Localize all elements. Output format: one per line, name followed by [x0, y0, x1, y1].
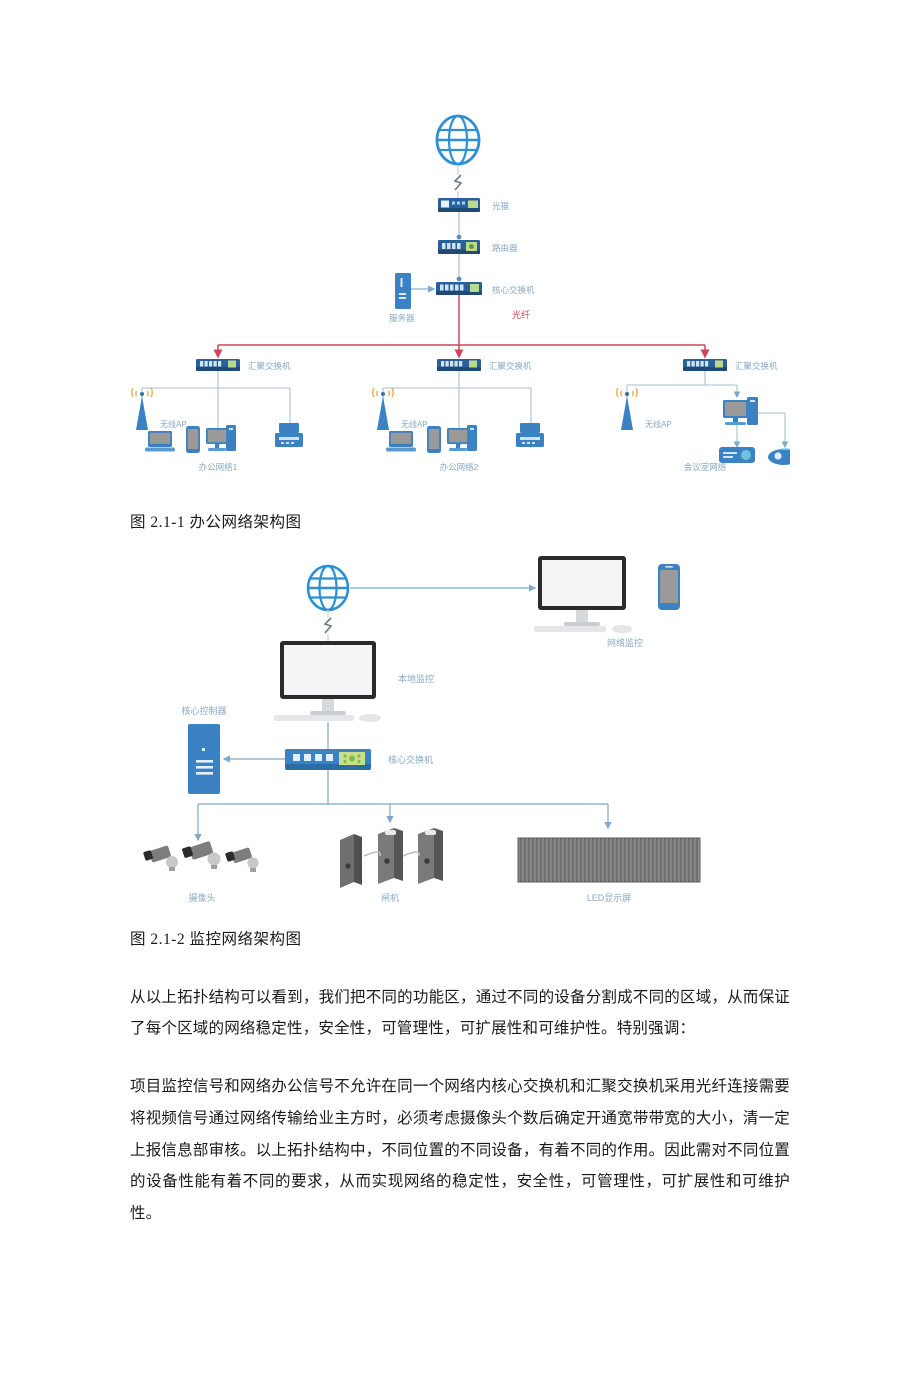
- local-monitor-label: 本地监控: [398, 673, 434, 684]
- cluster-3-links: [626, 371, 789, 449]
- smartphone-icon: [658, 564, 680, 611]
- camera-group-icon: [143, 841, 259, 873]
- figure-1-caption: 图 2.1-1 办公网络架构图: [130, 514, 302, 531]
- ap-3-label: 无线AP: [645, 419, 672, 429]
- wireless-ap-3-icon: [616, 387, 638, 430]
- printer-1-icon: [275, 423, 303, 447]
- paragraph-2: 项目监控信号和网络办公信号不允许在同一个网络内核心交换机和汇聚交换机采用光纤连接…: [130, 1078, 790, 1223]
- figure-surveillance-network: 网络监控 本地监控: [130, 556, 790, 916]
- projector-icon: [719, 447, 755, 463]
- distribution-links: [194, 770, 612, 842]
- zone-3-label: 会议室网络: [684, 462, 727, 472]
- desktop-pc-3-icon: [723, 397, 758, 425]
- core-switch-label: 核心交换机: [388, 754, 433, 765]
- paragraph-1: 从以上拓扑结构可以看到，我们把不同的功能区，通过不同的设备分割成不同的区域，从而…: [130, 988, 790, 1038]
- surveillance-network-diagram: 网络监控 本地监控: [143, 556, 701, 903]
- modem-device-icon: [438, 198, 480, 212]
- wireless-ap-2-icon: [372, 387, 394, 430]
- core-controller-label: 核心控制器: [181, 705, 226, 716]
- figure-2-caption: 图 2.1-2 监控网络架构图: [130, 931, 302, 949]
- document-page: 光猫 路由器: [0, 95, 920, 1396]
- tablet-1-icon: [186, 426, 200, 453]
- core-switch-label: 核心交换机: [492, 285, 535, 295]
- desktop-pc-1-icon: [206, 425, 236, 451]
- aggregation-switch-1-icon: [196, 359, 240, 371]
- desktop-pc-2-icon: [447, 425, 477, 451]
- ap-2-label: 无线AP: [401, 419, 428, 429]
- router-label: 路由器: [492, 243, 518, 253]
- wireless-link-icon: [323, 610, 333, 642]
- tablet-2-icon: [427, 426, 441, 453]
- fiber-trunk-lines: [213, 295, 710, 359]
- turnstiles-label: 闸机: [381, 892, 399, 903]
- server-label: 服务器: [389, 313, 415, 323]
- led-display-label: LED显示屏: [587, 893, 632, 903]
- zone-2-label: 办公网络2: [440, 462, 479, 472]
- video-camera-icon: [768, 448, 790, 465]
- aggregation-switch-3-icon: [683, 359, 727, 371]
- laptop-1-icon: [145, 431, 175, 452]
- agg-switch-1-label: 汇聚交换机: [248, 361, 291, 371]
- internet-globe-icon: [306, 564, 350, 612]
- local-monitor-icon: [274, 641, 381, 723]
- zone-1-label: 办公网络1: [199, 462, 238, 472]
- core-switch-device-icon: [436, 282, 482, 295]
- figure-office-network: 光猫 路由器: [130, 95, 790, 495]
- remote-monitor-label: 网络监控: [607, 637, 643, 648]
- router-device-icon: [438, 240, 480, 254]
- agg-switch-3-label: 汇聚交换机: [735, 361, 778, 371]
- laptop-2-icon: [386, 431, 416, 452]
- aggregation-switch-2-icon: [437, 359, 481, 371]
- agg-switch-2-label: 汇聚交换机: [489, 361, 532, 371]
- ap-1-label: 无线AP: [160, 419, 187, 429]
- led-display-icon: [517, 837, 701, 883]
- printer-2-icon: [516, 423, 544, 447]
- wireless-link-icon: [453, 165, 463, 198]
- core-switch-icon: [285, 749, 371, 771]
- office-network-diagram: 光猫 路由器: [131, 114, 790, 472]
- modem-label: 光猫: [492, 201, 510, 211]
- turnstile-group-icon: [340, 828, 443, 889]
- server-device-icon: [395, 273, 411, 309]
- core-controller-icon: [188, 724, 220, 795]
- remote-monitor-icon: [534, 556, 632, 634]
- internet-globe-icon: [435, 114, 481, 166]
- fiber-label: 光纤: [512, 309, 530, 320]
- cameras-label: 摄像头: [188, 892, 215, 903]
- wireless-ap-1-icon: [131, 387, 153, 430]
